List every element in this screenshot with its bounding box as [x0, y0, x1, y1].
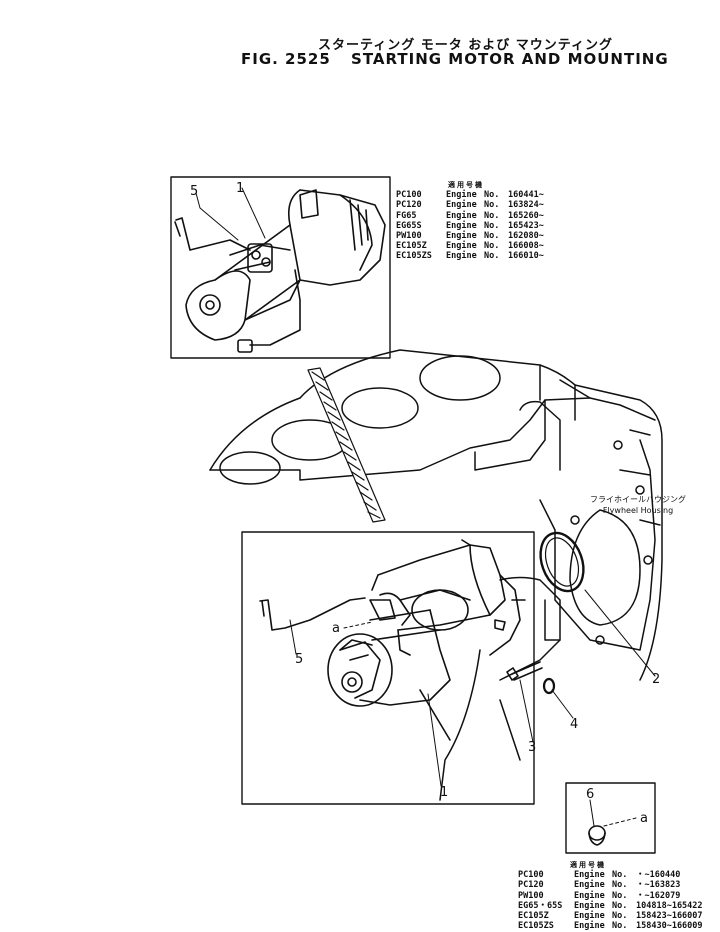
callout-part-4: 4 — [570, 717, 578, 732]
main-detail-frame — [241, 531, 535, 805]
inset-detail-frame — [565, 782, 656, 854]
top-detail-frame — [170, 176, 391, 359]
engine-block — [209, 349, 663, 801]
callout-main-5: 5 — [295, 652, 303, 667]
cap-part-6 — [588, 825, 606, 846]
top-starter-motor — [174, 187, 386, 353]
callout-main-a: a — [332, 621, 340, 636]
callout-part-2: 2 — [652, 672, 660, 687]
figure-number: FIG. 2525 — [241, 50, 331, 68]
callout-inset-6: 6 — [586, 787, 594, 802]
flywheel-housing-label: フライホイールハウジング Flywheel Housing — [590, 494, 686, 516]
washer-part-4 — [542, 677, 556, 695]
dipstick-tube — [307, 367, 386, 523]
bolt-part-3 — [506, 661, 543, 681]
callout-part-3: 3 — [528, 740, 536, 755]
o-ring-part-2 — [539, 531, 585, 593]
leader-lines — [289, 589, 656, 827]
callout-top-1: 1 — [236, 181, 244, 196]
callout-top-5: 5 — [190, 184, 198, 199]
callout-inset-a: a — [640, 811, 648, 826]
flywheel-housing-jp: フライホイールハウジング — [590, 495, 686, 504]
callout-main-1: 1 — [440, 785, 448, 800]
serial-table-bottom-header: 適用号機 — [570, 861, 606, 869]
serial-table-top-header: 適用号機 — [448, 181, 484, 189]
flywheel-housing-en: Flywheel Housing — [602, 506, 674, 515]
figure-title-english: STARTING MOTOR AND MOUNTING — [351, 50, 669, 68]
main-starter-motor — [259, 539, 526, 741]
figure-title: FIG. 2525 STARTING MOTOR AND MOUNTING — [241, 50, 669, 68]
figure-title-japanese: スターティング モータ および マウンティング — [318, 38, 614, 53]
